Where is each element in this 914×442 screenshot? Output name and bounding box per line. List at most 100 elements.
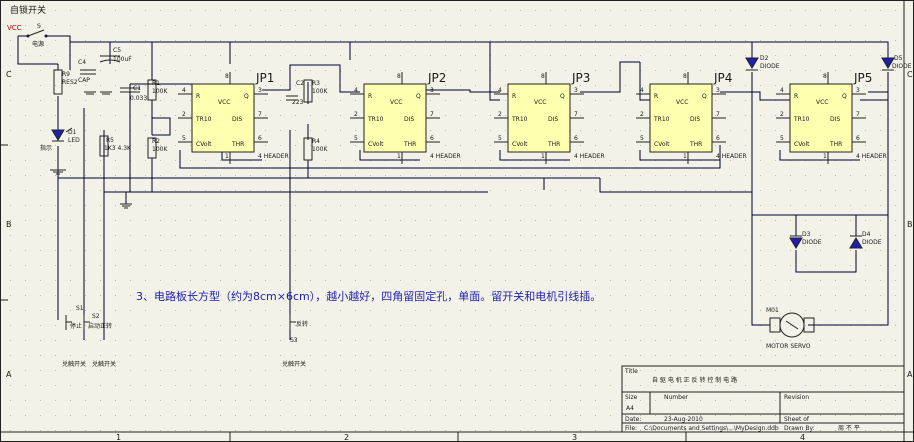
date-label: Date:: [625, 416, 641, 423]
pin-number-2: 2: [498, 111, 502, 118]
chip-body: [191, 83, 255, 153]
pin-label-dis: DIS: [830, 116, 840, 123]
pin-label-q: Q: [702, 93, 707, 100]
chip-ref: JP1: [255, 71, 274, 85]
resistor-r5: [99, 135, 109, 157]
pin-number-8: 8: [541, 73, 545, 80]
pin-label-vcc: VCC: [534, 99, 546, 106]
pin-number-5: 5: [780, 135, 784, 142]
pin-number-4: 4: [498, 87, 502, 94]
pin-label-tr: TR10: [367, 116, 384, 123]
push-switch-s1: [65, 315, 72, 330]
pin-number-7: 7: [856, 111, 860, 118]
chip-body: [649, 83, 713, 153]
pin-number-4: 4: [182, 87, 186, 94]
pin-label-q: Q: [842, 93, 847, 100]
push-switch-s3: [289, 315, 296, 330]
ground-symbols: [50, 91, 132, 209]
wires: [17, 35, 889, 340]
r4-ref: R4: [312, 138, 320, 145]
r3-value: 100K: [312, 88, 328, 95]
pin-number-1: 1: [541, 153, 545, 160]
pin-label-cv: CVolt: [654, 141, 670, 148]
row-letter-c-right: C: [907, 70, 913, 79]
pin-label-thr: THR: [547, 141, 560, 148]
pin-number-1: 1: [823, 153, 827, 160]
pin-label-dis: DIS: [690, 116, 700, 123]
revision-label: Revision: [784, 394, 809, 401]
chip-ref: JP3: [571, 71, 590, 85]
pin-label-r: R: [794, 93, 798, 100]
pin-number-4: 4: [354, 87, 358, 94]
pin-label-r: R: [654, 93, 658, 100]
grid: [10, 10, 896, 431]
pin-label-q: Q: [416, 93, 421, 100]
pin-label-r: R: [512, 93, 516, 100]
r2-value: 100K: [152, 146, 168, 153]
pin-number-1: 1: [397, 153, 401, 160]
led-d1: [51, 127, 73, 142]
motor-value: MOTOR SERVO: [766, 343, 811, 350]
chip-header-label: 4 HEADER: [856, 153, 887, 160]
motor-ref: M01: [766, 307, 779, 314]
power-switch: [26, 29, 48, 38]
pin-label-vcc: VCC: [218, 99, 230, 106]
pin-label-tr: TR10: [653, 116, 670, 123]
power-switch-name: 电源: [32, 40, 44, 48]
r5-value: 1K3 4.3K: [104, 145, 132, 152]
pin-number-3: 3: [716, 87, 720, 94]
col-number-1: 1: [116, 433, 121, 442]
title-value: 自 驱 电 机 正 反 转 控 制 电 路: [652, 376, 737, 384]
pin-number-8: 8: [823, 73, 827, 80]
pin-number-6: 6: [574, 135, 578, 142]
pin-label-cv: CVolt: [196, 141, 212, 148]
diode-d3: [789, 235, 803, 249]
pin-number-2: 2: [780, 111, 784, 118]
s3-name: 反转: [296, 320, 308, 328]
r1-value: 100K: [152, 88, 168, 95]
pin-label-vcc: VCC: [816, 99, 828, 106]
size-label: Size: [625, 394, 638, 401]
s1-ref: S1: [76, 305, 84, 312]
pin-label-thr: THR: [231, 141, 244, 148]
s1-name: 停止: [70, 322, 82, 330]
resistor-r3: [303, 79, 313, 103]
pin-number-6: 6: [716, 135, 720, 142]
pin-label-cv: CVolt: [512, 141, 528, 148]
pin-label-cv: CVolt: [368, 141, 384, 148]
c1-ref: C1: [133, 85, 141, 92]
diode-d5: [881, 57, 895, 71]
col-number-2: 2: [344, 433, 349, 442]
pin-label-tr: TR10: [511, 116, 528, 123]
self-lock-switch-label: 自锁开关: [10, 4, 46, 16]
pin-label-dis: DIS: [232, 116, 242, 123]
pin-label-r: R: [196, 93, 200, 100]
pin-number-6: 6: [430, 135, 434, 142]
capacitor-c2: [286, 95, 298, 101]
s3-ref: S3: [290, 337, 298, 344]
date-value: 23-Aug-2010: [664, 416, 703, 423]
diode-d2: [745, 57, 759, 71]
resistor-r4: [303, 137, 313, 161]
pin-number-4: 4: [640, 87, 644, 94]
d3-value: DIODE: [802, 239, 822, 246]
vcc-label: VCC: [7, 24, 22, 32]
row-letter-a: A: [6, 370, 12, 379]
resistor-r1: [147, 79, 157, 101]
c1-value: 0.033: [130, 95, 147, 102]
pin-number-6: 6: [856, 135, 860, 142]
r9-value: RES2: [62, 79, 78, 86]
pin-number-5: 5: [498, 135, 502, 142]
pin-number-7: 7: [430, 111, 434, 118]
c5-value: 100uF: [113, 56, 132, 63]
d1-name: 指示: [40, 144, 52, 152]
d5-value: DIODE: [892, 63, 912, 70]
d3-ref: D3: [802, 231, 811, 238]
pin-number-8: 8: [397, 73, 401, 80]
